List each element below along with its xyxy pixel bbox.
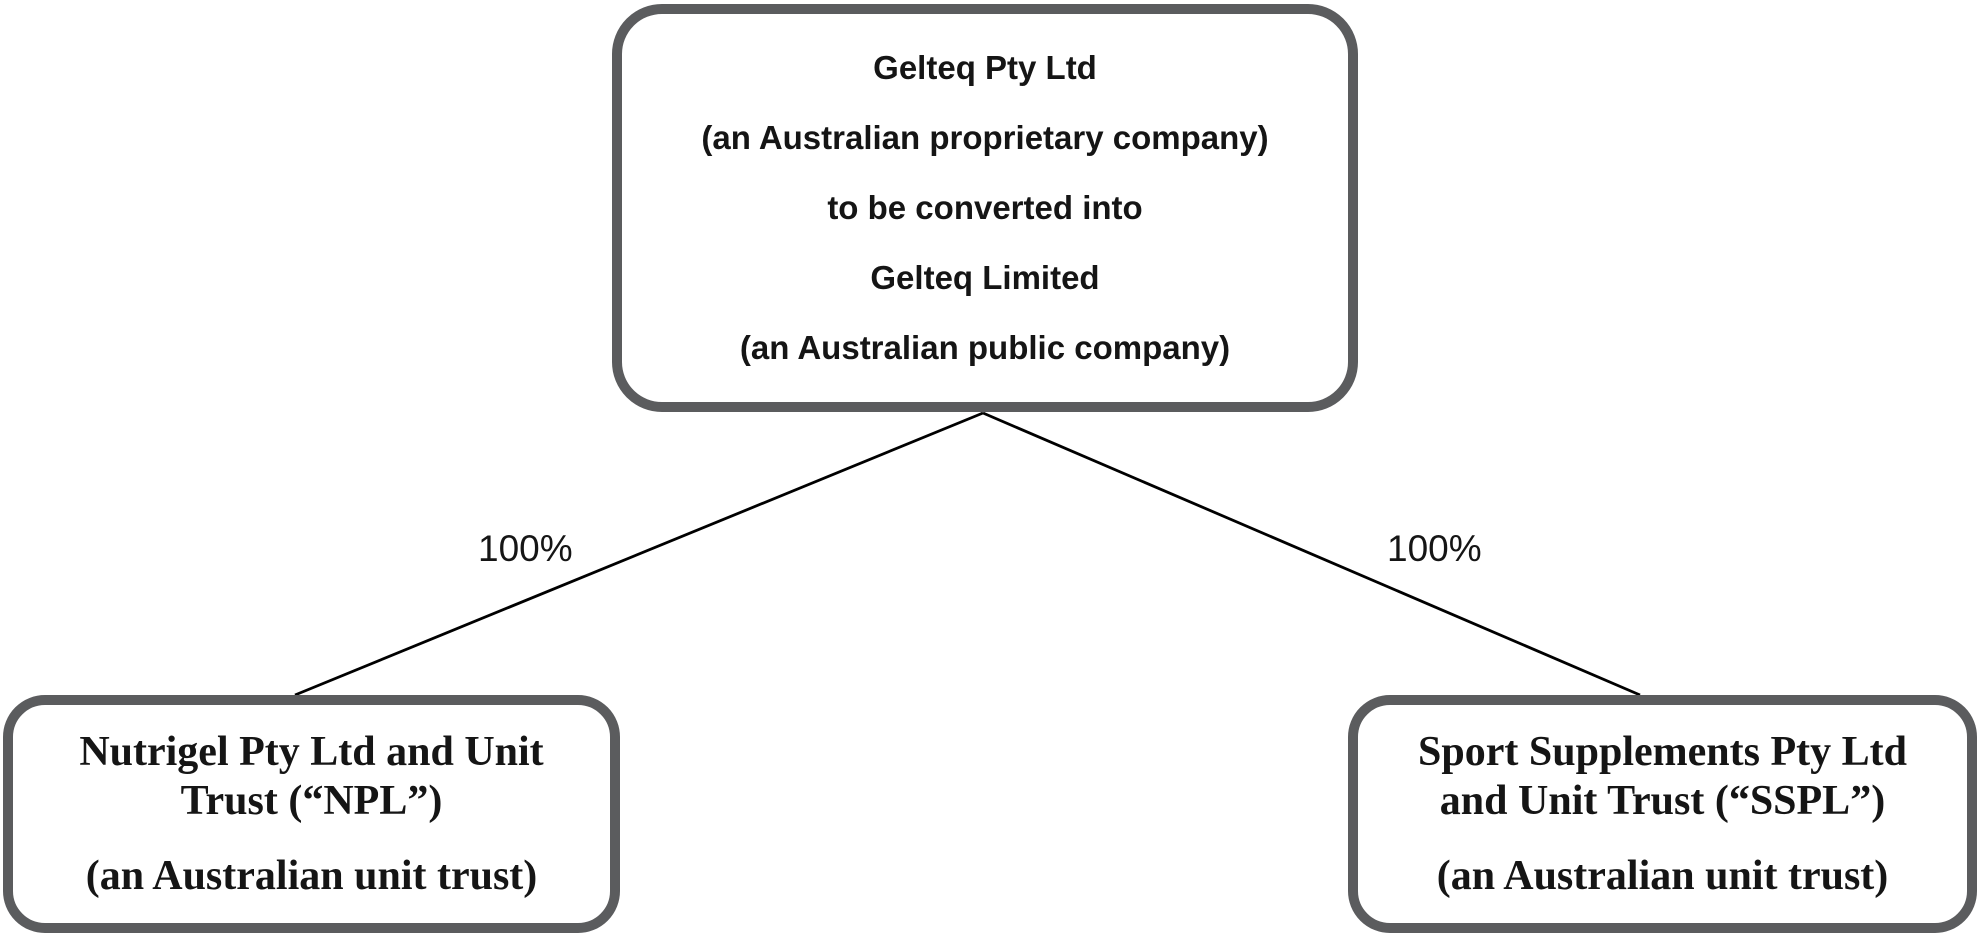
parent-new-company-descriptor: (an Australian public company)	[739, 329, 1231, 366]
parent-conversion-note: to be converted into	[827, 189, 1143, 226]
parent-company-name: Gelteq Pty Ltd	[873, 49, 1097, 86]
edge-right-line	[982, 411, 1641, 697]
parent-new-company-name: Gelteq Limited	[870, 259, 1100, 296]
parent-company-node: Gelteq Pty Ltd (an Australian proprietar…	[612, 4, 1358, 412]
ownership-label-left: 100%	[478, 528, 573, 569]
subsidiary-sspl-name: Sport Supplements Pty Ltd and Unit Trust…	[1418, 728, 1907, 824]
subsidiary-node-sspl: Sport Supplements Pty Ltd and Unit Trust…	[1348, 695, 1977, 933]
subsidiary-sspl-type: (an Australian unit trust)	[1436, 852, 1889, 899]
parent-company-descriptor: (an Australian proprietary company)	[701, 119, 1269, 156]
edge-left-line	[294, 411, 984, 697]
ownership-label-right: 100%	[1387, 528, 1482, 569]
subsidiary-npl-name: Nutrigel Pty Ltd and Unit Trust (“NPL”)	[79, 728, 544, 824]
subsidiary-node-npl: Nutrigel Pty Ltd and Unit Trust (“NPL”) …	[3, 695, 620, 933]
subsidiary-npl-type: (an Australian unit trust)	[85, 852, 538, 899]
